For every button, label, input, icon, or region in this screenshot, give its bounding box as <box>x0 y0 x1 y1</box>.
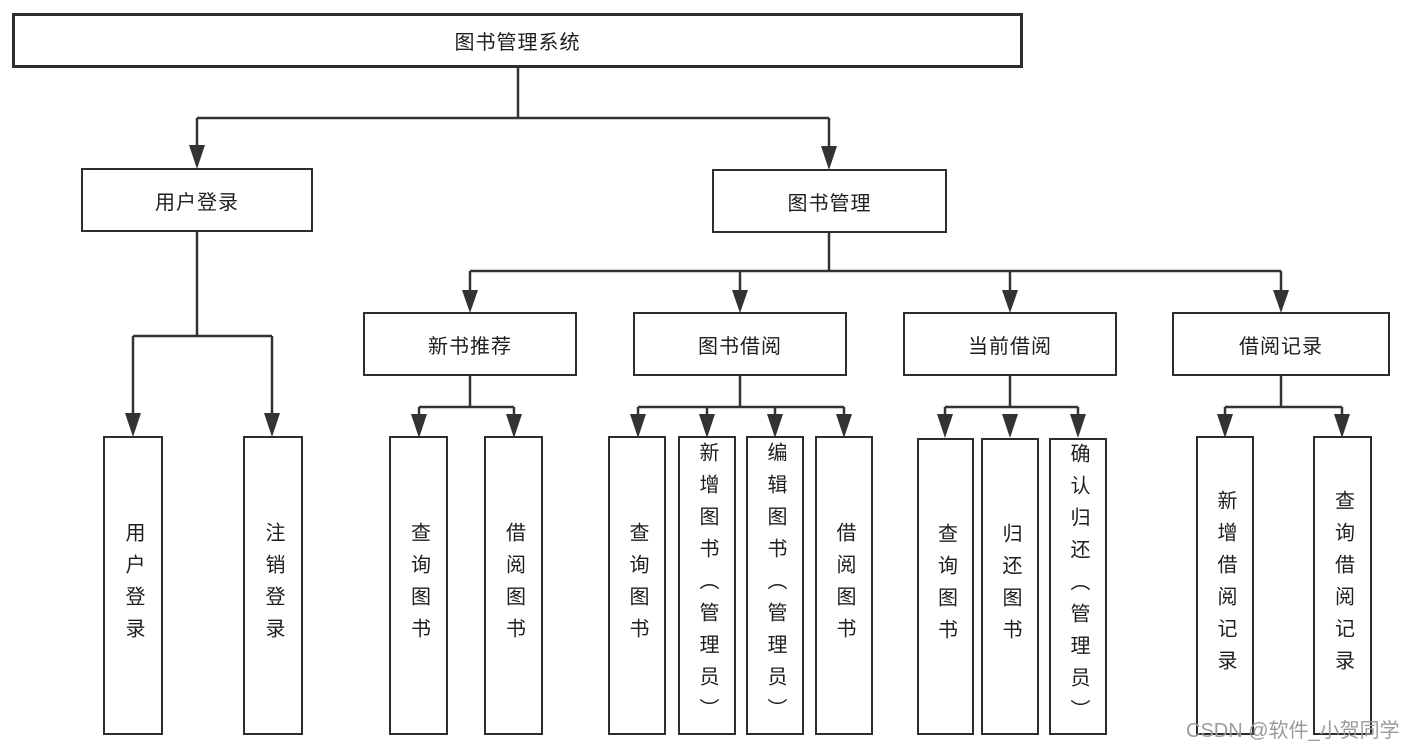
leaf-label: 用户登录 <box>122 521 144 650</box>
leaf-query-book-1: 查询图书 <box>389 436 448 735</box>
node-label: 借阅记录 <box>1239 335 1323 358</box>
leaf-query-book-3: 查询图书 <box>917 438 974 735</box>
node-book-borrow: 图书借阅 <box>633 312 847 376</box>
leaf-add-book-admin: 新增图书（管理员） <box>678 436 736 735</box>
leaf-user-login: 用户登录 <box>103 436 163 735</box>
node-current-borrow: 当前借阅 <box>903 312 1117 376</box>
leaf-label: 编辑图书（管理员） <box>764 441 786 730</box>
leaf-label: 查询图书 <box>407 521 430 650</box>
leaf-confirm-return-admin: 确认归还（管理员） <box>1049 438 1107 735</box>
csdn-watermark: CSDN @软件_小贺同学 <box>1186 720 1400 742</box>
node-label: 新书推荐 <box>428 335 512 358</box>
leaf-label: 借阅图书 <box>833 521 855 650</box>
node-borrow-record: 借阅记录 <box>1172 312 1390 376</box>
leaf-label: 新增借阅记录 <box>1214 489 1236 682</box>
leaf-return-book: 归还图书 <box>981 438 1039 735</box>
leaf-label: 注销登录 <box>262 521 284 650</box>
node-label: 图书管理系统 <box>454 32 581 54</box>
leaf-label: 查询图书 <box>934 522 957 651</box>
node-user-login: 用户登录 <box>81 168 313 232</box>
leaf-query-book-2: 查询图书 <box>608 436 666 735</box>
leaf-borrow-book-1: 借阅图书 <box>484 436 543 735</box>
leaf-add-borrow-record: 新增借阅记录 <box>1196 436 1254 735</box>
leaf-label: 查询图书 <box>626 521 648 650</box>
leaf-borrow-book-2: 借阅图书 <box>815 436 873 735</box>
leaf-label: 确认归还（管理员） <box>1067 442 1089 731</box>
leaf-label: 查询借阅记录 <box>1331 489 1354 682</box>
node-label: 图书借阅 <box>698 335 782 358</box>
node-label: 当前借阅 <box>968 335 1052 358</box>
node-new-book-recommend: 新书推荐 <box>363 312 577 376</box>
leaf-edit-book-admin: 编辑图书（管理员） <box>746 436 804 735</box>
node-library-system: 图书管理系统 <box>12 13 1023 68</box>
leaf-query-borrow-record: 查询借阅记录 <box>1313 436 1372 735</box>
arrowhead-icons <box>125 145 1350 438</box>
node-label: 图书管理 <box>787 192 872 215</box>
leaf-label: 归还图书 <box>999 522 1021 651</box>
leaf-logout: 注销登录 <box>243 436 303 735</box>
leaf-label: 新增图书（管理员） <box>696 441 718 730</box>
node-label: 用户登录 <box>155 191 239 214</box>
node-book-management: 图书管理 <box>712 169 947 233</box>
leaf-label: 借阅图书 <box>502 521 525 650</box>
